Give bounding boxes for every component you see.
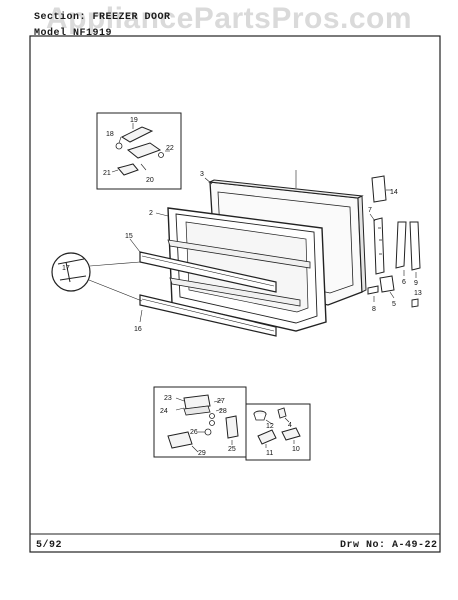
callout-4: 4 (288, 422, 292, 429)
callout-6: 6 (402, 279, 406, 286)
callout-26: 26 (190, 429, 198, 436)
bracket-part (126, 142, 162, 159)
callout-18: 18 (106, 131, 114, 138)
callout-19: 19 (130, 117, 138, 124)
callout-14: 14 (390, 189, 398, 196)
detail-circle: 17 (51, 252, 143, 302)
callout-28: 28 (219, 408, 227, 415)
callout-22: 22 (166, 145, 174, 152)
callout-2: 2 (149, 210, 153, 217)
door-liner: 2 (149, 207, 327, 332)
callout-17: 17 (62, 265, 70, 272)
footer-date: 5/92 (36, 540, 63, 551)
hinge-kit-inset: 23 24 27 28 26 25 29 (153, 386, 247, 458)
callout-10: 10 (292, 446, 300, 453)
section-label: Section: FREEZER DOOR (34, 12, 171, 23)
callout-20: 20 (146, 177, 154, 184)
callout-21: 21 (103, 170, 111, 177)
model-label: Model NF1919 (34, 28, 113, 39)
callout-9: 9 (414, 280, 418, 287)
handle-trim: 6 (395, 221, 407, 286)
callout-15: 15 (125, 233, 133, 240)
callout-8: 8 (372, 306, 376, 313)
cap-part (117, 163, 139, 176)
callout-11: 11 (266, 450, 273, 457)
bracket-inset: 19 18 22 20 21 (96, 112, 182, 190)
callout-13: 13 (414, 290, 422, 297)
callout-7: 7 (368, 207, 372, 214)
hinge-pin: 8 (367, 285, 379, 313)
callout-5: 5 (392, 301, 396, 308)
watermark: AppliancePartsPros.com (45, 2, 413, 35)
hinge-bracket: 5 (379, 275, 396, 308)
callout-16: 16 (134, 326, 142, 333)
lower-shelf-rail: 16 (134, 294, 277, 337)
trim-kit-inset: 12 4 11 10 (245, 403, 311, 461)
shelf-retainer-part (120, 126, 154, 143)
callout-29: 29 (198, 450, 206, 457)
callout-25: 25 (228, 446, 236, 453)
handle-cover: 9 (409, 221, 421, 287)
callout-3: 3 (200, 171, 204, 178)
drawing-number: Drw No: A-49-22 (340, 540, 438, 551)
upper-shelf-rail: 15 (125, 233, 277, 293)
screw-part (115, 142, 123, 150)
callout-27: 27 (217, 398, 225, 405)
door-handle-cap: 14 (371, 175, 398, 203)
clip-part (158, 152, 164, 158)
door-handle: 7 (368, 207, 385, 275)
drawing-border (29, 35, 441, 553)
callout-12: 12 (266, 423, 274, 430)
screw-small: 13 (411, 290, 422, 308)
callout-24: 24 (160, 408, 168, 415)
callout-23: 23 (164, 395, 172, 402)
